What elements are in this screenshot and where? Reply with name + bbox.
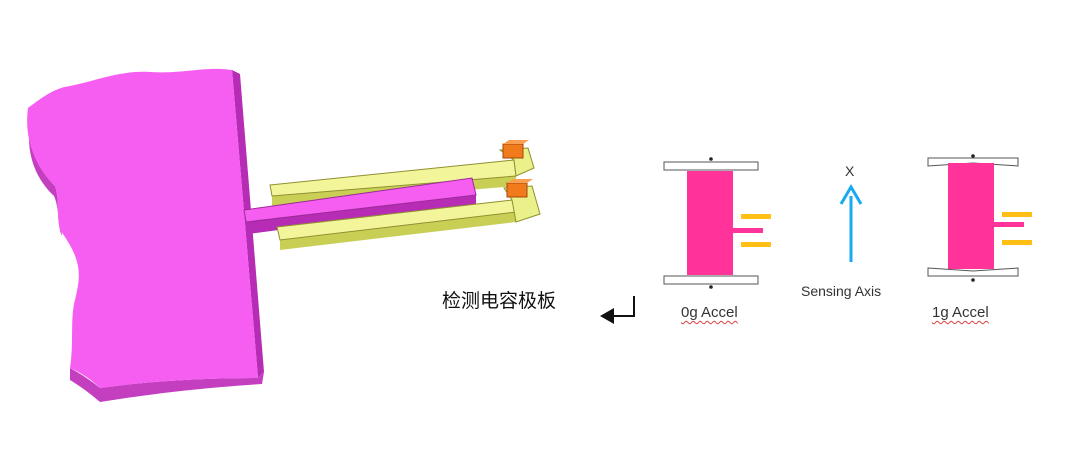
zero-g-label: 0g Accel (681, 304, 738, 321)
one-g-fixed-finger-lower (1002, 240, 1032, 245)
substrate-bottom-face (70, 368, 264, 402)
zero-g-top-plate (663, 161, 759, 171)
one-g-fixed-finger-upper (1002, 212, 1032, 217)
zero-g-fixed-finger-upper (741, 214, 771, 219)
cantilever-assembly (243, 140, 541, 250)
upper-pad (502, 140, 529, 159)
substrate-block (27, 68, 264, 402)
lower-pad (506, 179, 533, 198)
lower-beam-side (280, 212, 516, 250)
return-arrow-icon (600, 296, 635, 324)
one-g-label: 1g Accel (932, 304, 989, 321)
substrate-top-face (27, 68, 258, 388)
one-g-proof-mass (948, 163, 994, 269)
sensing-axis-label: Sensing Axis (801, 283, 882, 299)
zero-g-proof-mass (687, 171, 733, 275)
detect-plate-label: 检测电容极板 (442, 290, 557, 312)
axis-symbol-label: X (845, 163, 855, 179)
zero-g-bottom-plate (663, 275, 759, 285)
one-g-diagram (927, 154, 1032, 282)
one-g-bottom-plate (927, 267, 1019, 277)
center-beam-top (243, 177, 477, 223)
sensing-axis-arrow-icon (839, 184, 863, 262)
zero-g-diagram (663, 157, 771, 289)
zero-g-fixed-finger-lower (741, 242, 771, 247)
zero-g-movable-finger (733, 228, 763, 233)
one-g-movable-finger (994, 222, 1024, 227)
